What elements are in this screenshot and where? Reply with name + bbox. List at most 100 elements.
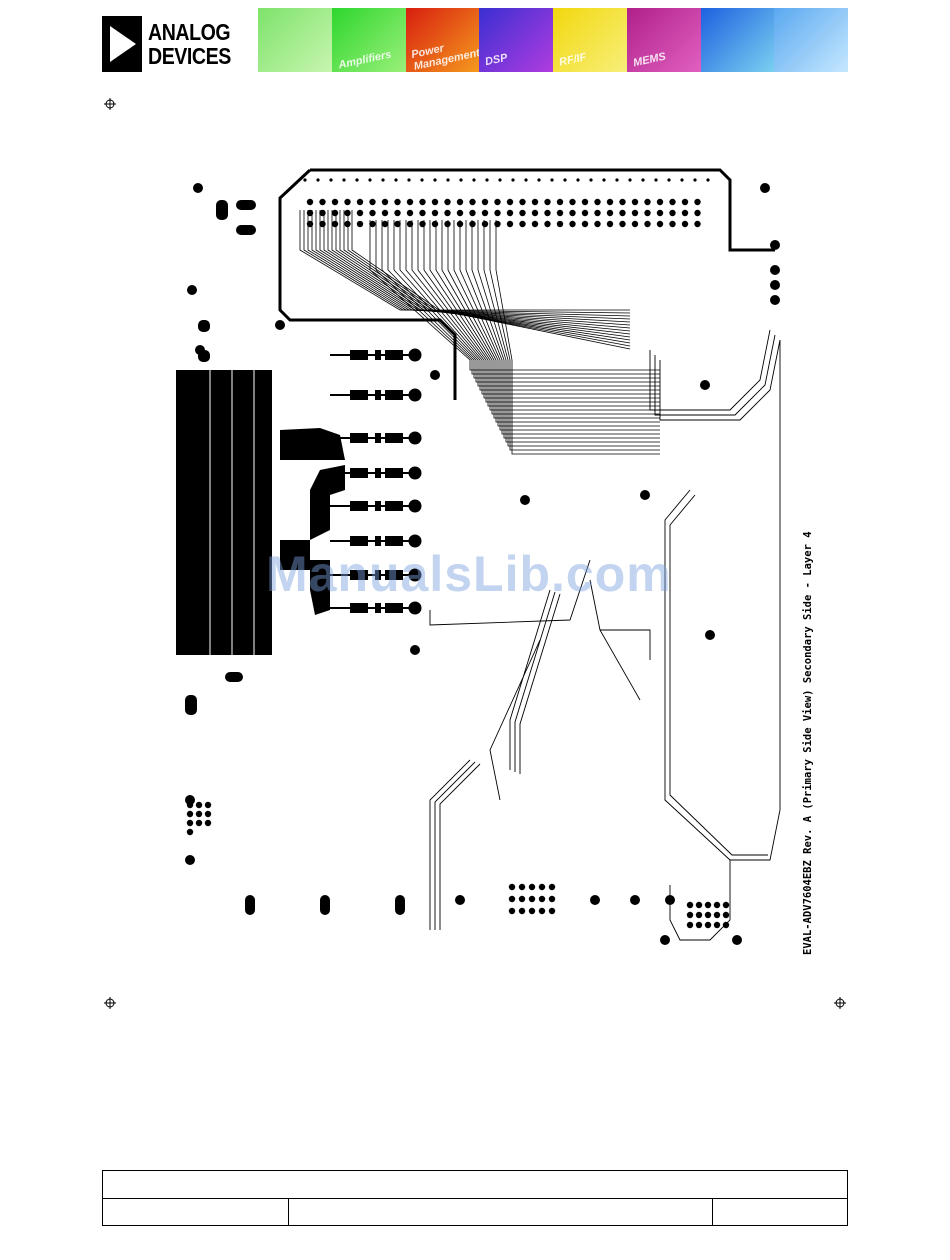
pad <box>432 210 438 216</box>
analog-devices-logo: ANALOG DEVICES <box>102 16 250 72</box>
connector-pin <box>687 902 693 908</box>
pad <box>507 199 513 205</box>
watermark-text: ManualsLib.com <box>266 545 672 603</box>
pad <box>544 210 550 216</box>
pad <box>225 672 243 682</box>
pad <box>619 210 625 216</box>
trace <box>388 220 660 382</box>
pad <box>446 178 449 181</box>
pad <box>507 210 513 216</box>
pad <box>196 802 202 808</box>
via <box>409 432 422 445</box>
pad <box>667 178 670 181</box>
pad <box>187 829 193 835</box>
registration-mark-icon <box>104 98 116 110</box>
pad <box>205 802 211 808</box>
pad <box>594 199 600 205</box>
banner-tile: RF/IF <box>553 8 627 72</box>
pad <box>537 178 540 181</box>
pad <box>550 178 553 181</box>
pad <box>198 320 210 332</box>
connector-pin <box>696 912 702 918</box>
pad <box>357 210 363 216</box>
pad <box>760 183 770 193</box>
pad <box>524 178 527 181</box>
pad <box>275 320 285 330</box>
pad <box>303 178 306 181</box>
pad <box>520 495 530 505</box>
pad <box>590 895 600 905</box>
pad <box>511 178 514 181</box>
banner-tile <box>701 8 775 72</box>
pad <box>682 199 688 205</box>
banner-tile: Power Management <box>406 8 480 72</box>
pad <box>430 370 440 380</box>
pad <box>469 199 475 205</box>
pad <box>320 895 330 915</box>
connector-pin <box>519 908 525 914</box>
pad <box>382 199 388 205</box>
connector-pin <box>549 884 555 890</box>
logo-text: ANALOG DEVICES <box>148 20 231 68</box>
pad <box>419 199 425 205</box>
pad <box>557 210 563 216</box>
pad <box>657 210 663 216</box>
pad <box>582 221 588 227</box>
pad <box>557 221 563 227</box>
banner-tile: Amplifiers <box>332 8 406 72</box>
pad <box>344 210 350 216</box>
pad <box>615 178 618 181</box>
registration-mark-icon <box>104 997 116 1009</box>
banner-caption: DSP <box>484 52 509 68</box>
pad <box>185 855 195 865</box>
pad <box>332 221 338 227</box>
via <box>409 467 422 480</box>
pad <box>369 199 375 205</box>
pad <box>485 178 488 181</box>
pad <box>660 935 670 945</box>
pad <box>644 199 650 205</box>
connector-pin <box>723 912 729 918</box>
pad <box>344 221 350 227</box>
pad <box>569 221 575 227</box>
connector-pin <box>509 896 515 902</box>
pad <box>693 178 696 181</box>
pad <box>407 199 413 205</box>
trace <box>412 220 660 398</box>
pad <box>576 178 579 181</box>
pad <box>563 178 566 181</box>
pad <box>498 178 501 181</box>
pad <box>187 811 193 817</box>
banner-caption: Amplifiers <box>337 49 392 72</box>
pad <box>482 210 488 216</box>
pad <box>355 178 358 181</box>
connector-pin <box>549 896 555 902</box>
pad <box>732 935 742 945</box>
pad <box>644 221 650 227</box>
via <box>409 602 422 615</box>
pad <box>682 210 688 216</box>
pad <box>770 240 780 250</box>
pad <box>432 199 438 205</box>
analog-devices-triangle-icon <box>102 16 142 72</box>
pad <box>519 199 525 205</box>
banner-tile: MEMS <box>627 8 701 72</box>
pad <box>316 178 319 181</box>
banner-caption: MEMS <box>632 51 667 70</box>
banner-tile <box>258 8 332 72</box>
pad <box>657 221 663 227</box>
connector-pin <box>509 908 515 914</box>
pad <box>332 210 338 216</box>
pad <box>432 221 438 227</box>
via <box>409 389 422 402</box>
pad <box>444 199 450 205</box>
pad <box>457 210 463 216</box>
pad <box>607 210 613 216</box>
connector-pin <box>723 922 729 928</box>
pad <box>594 210 600 216</box>
pad <box>619 199 625 205</box>
pad <box>469 210 475 216</box>
connector-pin <box>519 896 525 902</box>
pad <box>357 221 363 227</box>
pad <box>193 183 203 193</box>
